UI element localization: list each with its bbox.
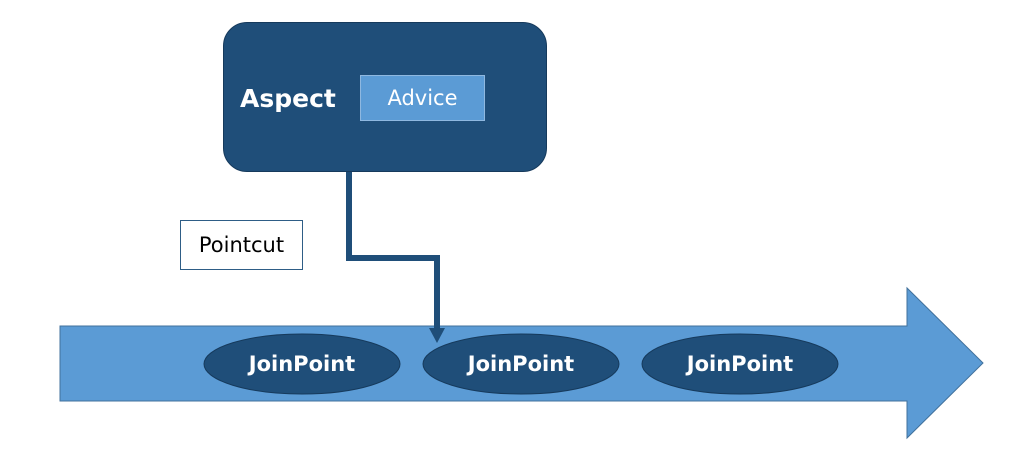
aspect-label: Aspect	[240, 84, 336, 113]
joinpoint-label-1: JoinPoint	[248, 352, 356, 376]
joinpoint-ellipse-1	[203, 333, 401, 395]
pointcut-box: Pointcut	[180, 220, 303, 270]
joinpoint-ellipse-3	[641, 333, 839, 395]
joinpoint-label-2: JoinPoint	[467, 352, 575, 376]
pointcut-connector	[346, 172, 440, 330]
advice-box: Advice	[360, 75, 485, 121]
connector-arrowhead	[429, 328, 445, 343]
joinpoint-label-3: JoinPoint	[686, 352, 794, 376]
joinpoint-ellipse-2	[422, 333, 620, 395]
